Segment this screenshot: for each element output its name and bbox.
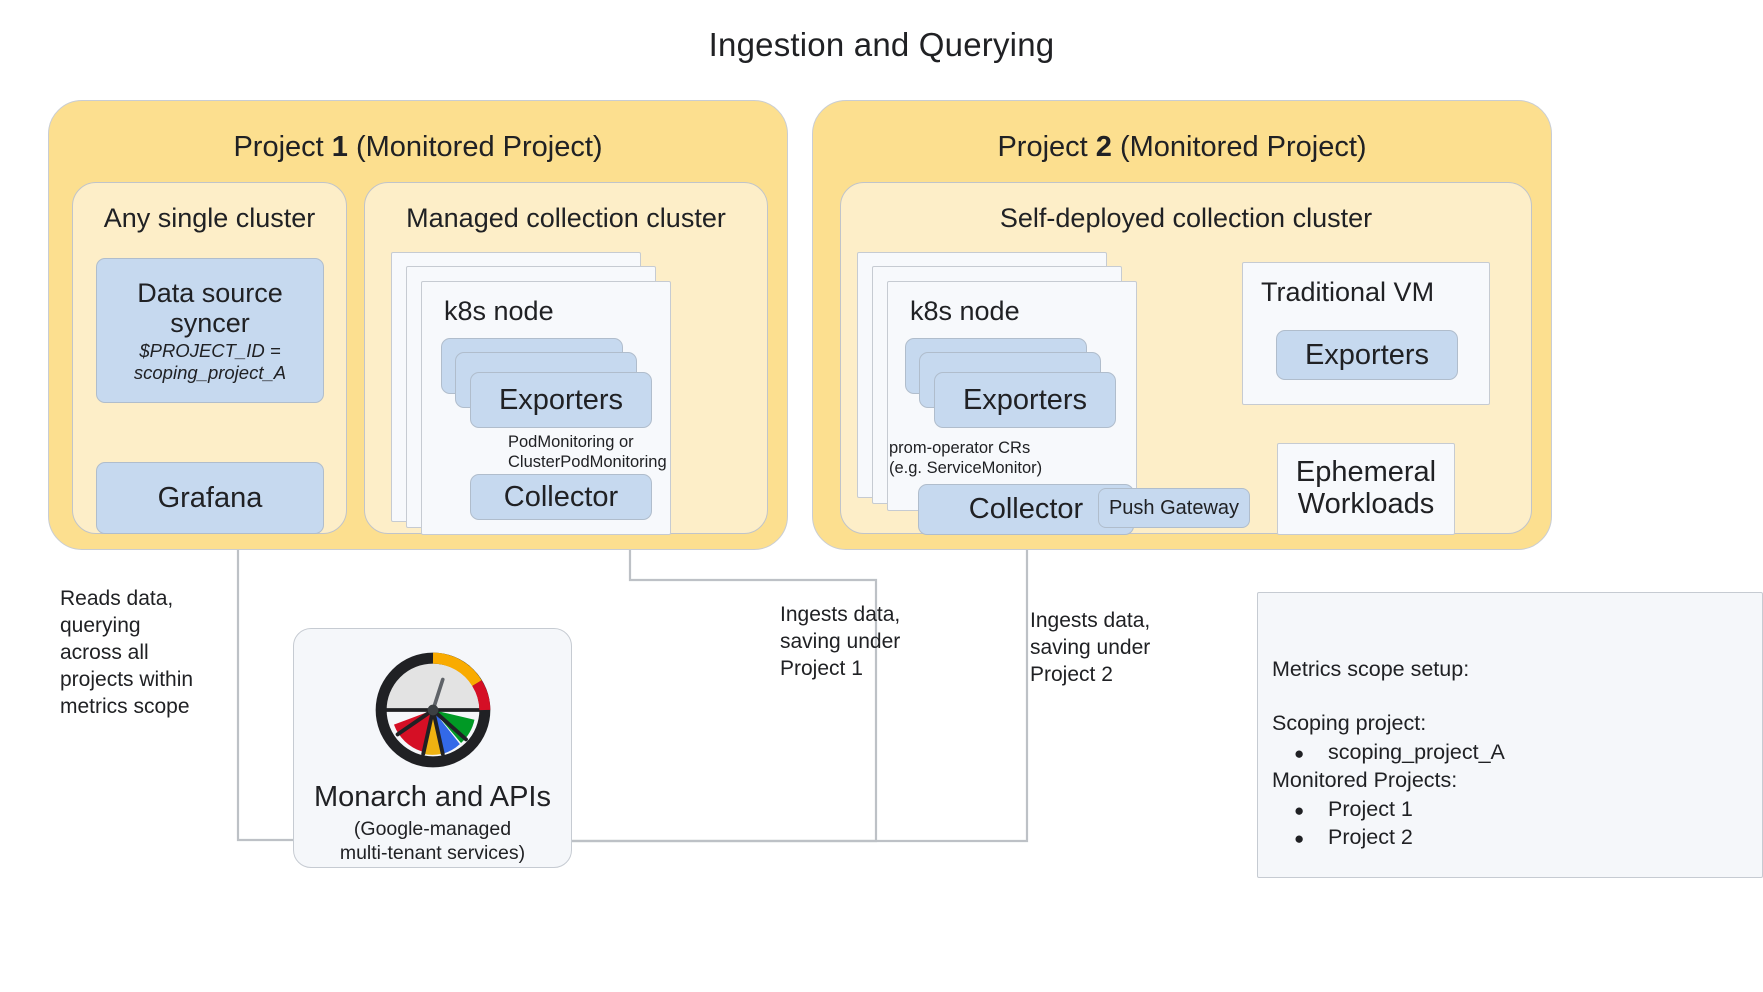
edge-label-podmonitoring: PodMonitoring or ClusterPodMonitoring [508, 433, 667, 472]
monarch-gauge-logo [375, 652, 490, 768]
bullet-icon: ● [1294, 800, 1305, 820]
k8s-node-label: k8s node [444, 296, 554, 326]
ephemeral-workloads-card[interactable]: Ephemeral Workloads [1277, 443, 1455, 535]
annotation-reads-data: Reads data, querying across all projects… [60, 587, 194, 718]
legend-scoping-heading: Scoping project: [1272, 711, 1427, 736]
cluster-managed-collection-title: Managed collection cluster [406, 203, 726, 233]
legend-monitored-item-2-label: Project 2 [1328, 824, 1413, 849]
traditional-vm-label: Traditional VM [1261, 277, 1435, 307]
monarch-subtitle: (Google-managed multi-tenant services) [339, 818, 526, 864]
legend-heading: Metrics scope setup: [1272, 657, 1470, 681]
project-1-title: Project 1 (Monitored Project) [233, 131, 603, 163]
k8s-node-label-p2: k8s node [910, 296, 1020, 326]
bullet-icon: ● [1294, 828, 1305, 848]
ephemeral-workloads-label: Ephemeral Workloads [1295, 456, 1437, 520]
grafana-box[interactable]: Grafana [96, 462, 324, 534]
push-gateway-box[interactable]: Push Gateway [1098, 488, 1250, 528]
annotation-ingest-project-1: Ingests data, saving under Project 1 [780, 603, 901, 680]
edge-label-prom-operator: prom-operator CRs (e.g. ServiceMonitor) [889, 439, 1043, 478]
legend-monitored-item-2: ● Project 2 [1272, 823, 1762, 851]
legend-scoping-item: ● scoping_project_A [1272, 738, 1762, 766]
data-source-syncer-sub: $PROJECT_ID = scoping_project_A [133, 340, 287, 383]
legend-spacer [1272, 683, 1762, 709]
legend-monitored-item-1: ● Project 1 [1272, 795, 1762, 823]
collector-box-p1[interactable]: Collector [470, 474, 652, 520]
monarch-and-apis-box[interactable]: Monarch and APIs (Google-managed multi-t… [293, 628, 572, 868]
project-2-title: Project 2 (Monitored Project) [997, 131, 1367, 163]
vm-exporters-box[interactable]: Exporters [1276, 330, 1458, 380]
connector-grafana-to-monarch [236, 537, 293, 842]
legend-monitored-heading: Monitored Projects: [1272, 768, 1458, 793]
exporters-box-p1[interactable]: Exporters [470, 372, 652, 428]
cluster-any-single-title: Any single cluster [103, 203, 316, 233]
exporters-box-p2[interactable]: Exporters [934, 372, 1116, 428]
legend-scoping-item-label: scoping_project_A [1328, 739, 1505, 764]
data-source-syncer-box[interactable]: Data source syncer $PROJECT_ID = scoping… [96, 258, 324, 403]
annotation-ingest-project-2: Ingests data, saving under Project 2 [1030, 609, 1151, 686]
data-source-syncer-label: Data source syncer [137, 278, 283, 339]
connector-collector2-to-monarch [572, 535, 1029, 843]
monarch-title: Monarch and APIs [314, 781, 551, 813]
bullet-icon: ● [1294, 743, 1305, 763]
metrics-scope-legend: Metrics scope setup: Scoping project: ● … [1257, 592, 1763, 878]
cluster-self-deployed-title: Self-deployed collection cluster [999, 203, 1373, 233]
page-title: Ingestion and Querying [708, 26, 1055, 63]
legend-monitored-item-1-label: Project 1 [1328, 796, 1413, 821]
